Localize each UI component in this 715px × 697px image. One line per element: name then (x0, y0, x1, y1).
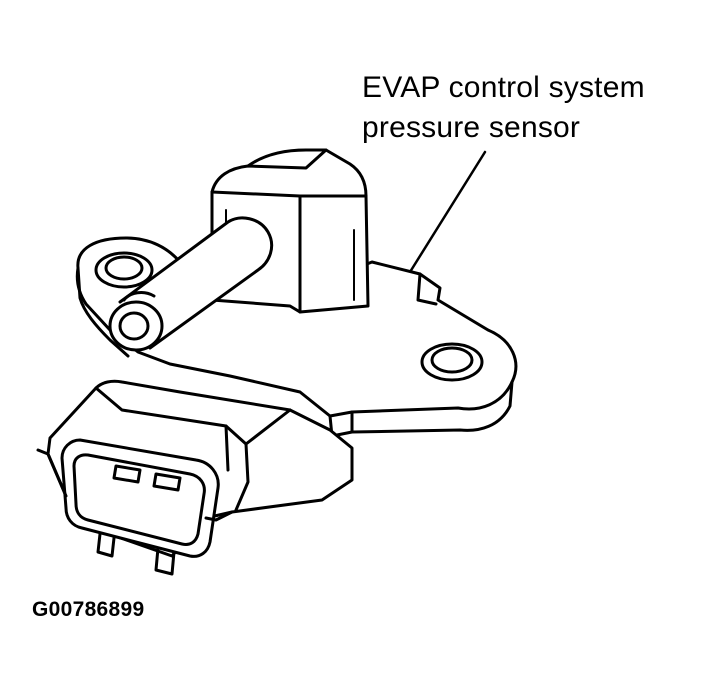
figure-code: G00786899 (32, 598, 145, 621)
mounting-hole-left (94, 251, 154, 289)
pressure-port (108, 216, 274, 352)
terminal-pin-2 (152, 472, 182, 492)
electrical-connector (36, 379, 354, 576)
callout-line-1: EVAP control system (362, 71, 645, 104)
callout-label: EVAP control system pressure sensor (362, 68, 645, 148)
callout-line-2: pressure sensor (362, 111, 581, 144)
lock-tab-right (154, 546, 176, 576)
leader-line (408, 150, 487, 274)
connector-mouth (60, 438, 220, 558)
port-opening (108, 300, 164, 352)
mounting-hole-right (420, 342, 484, 382)
lock-tab-left (96, 532, 116, 558)
terminal-pin-1 (112, 464, 142, 484)
